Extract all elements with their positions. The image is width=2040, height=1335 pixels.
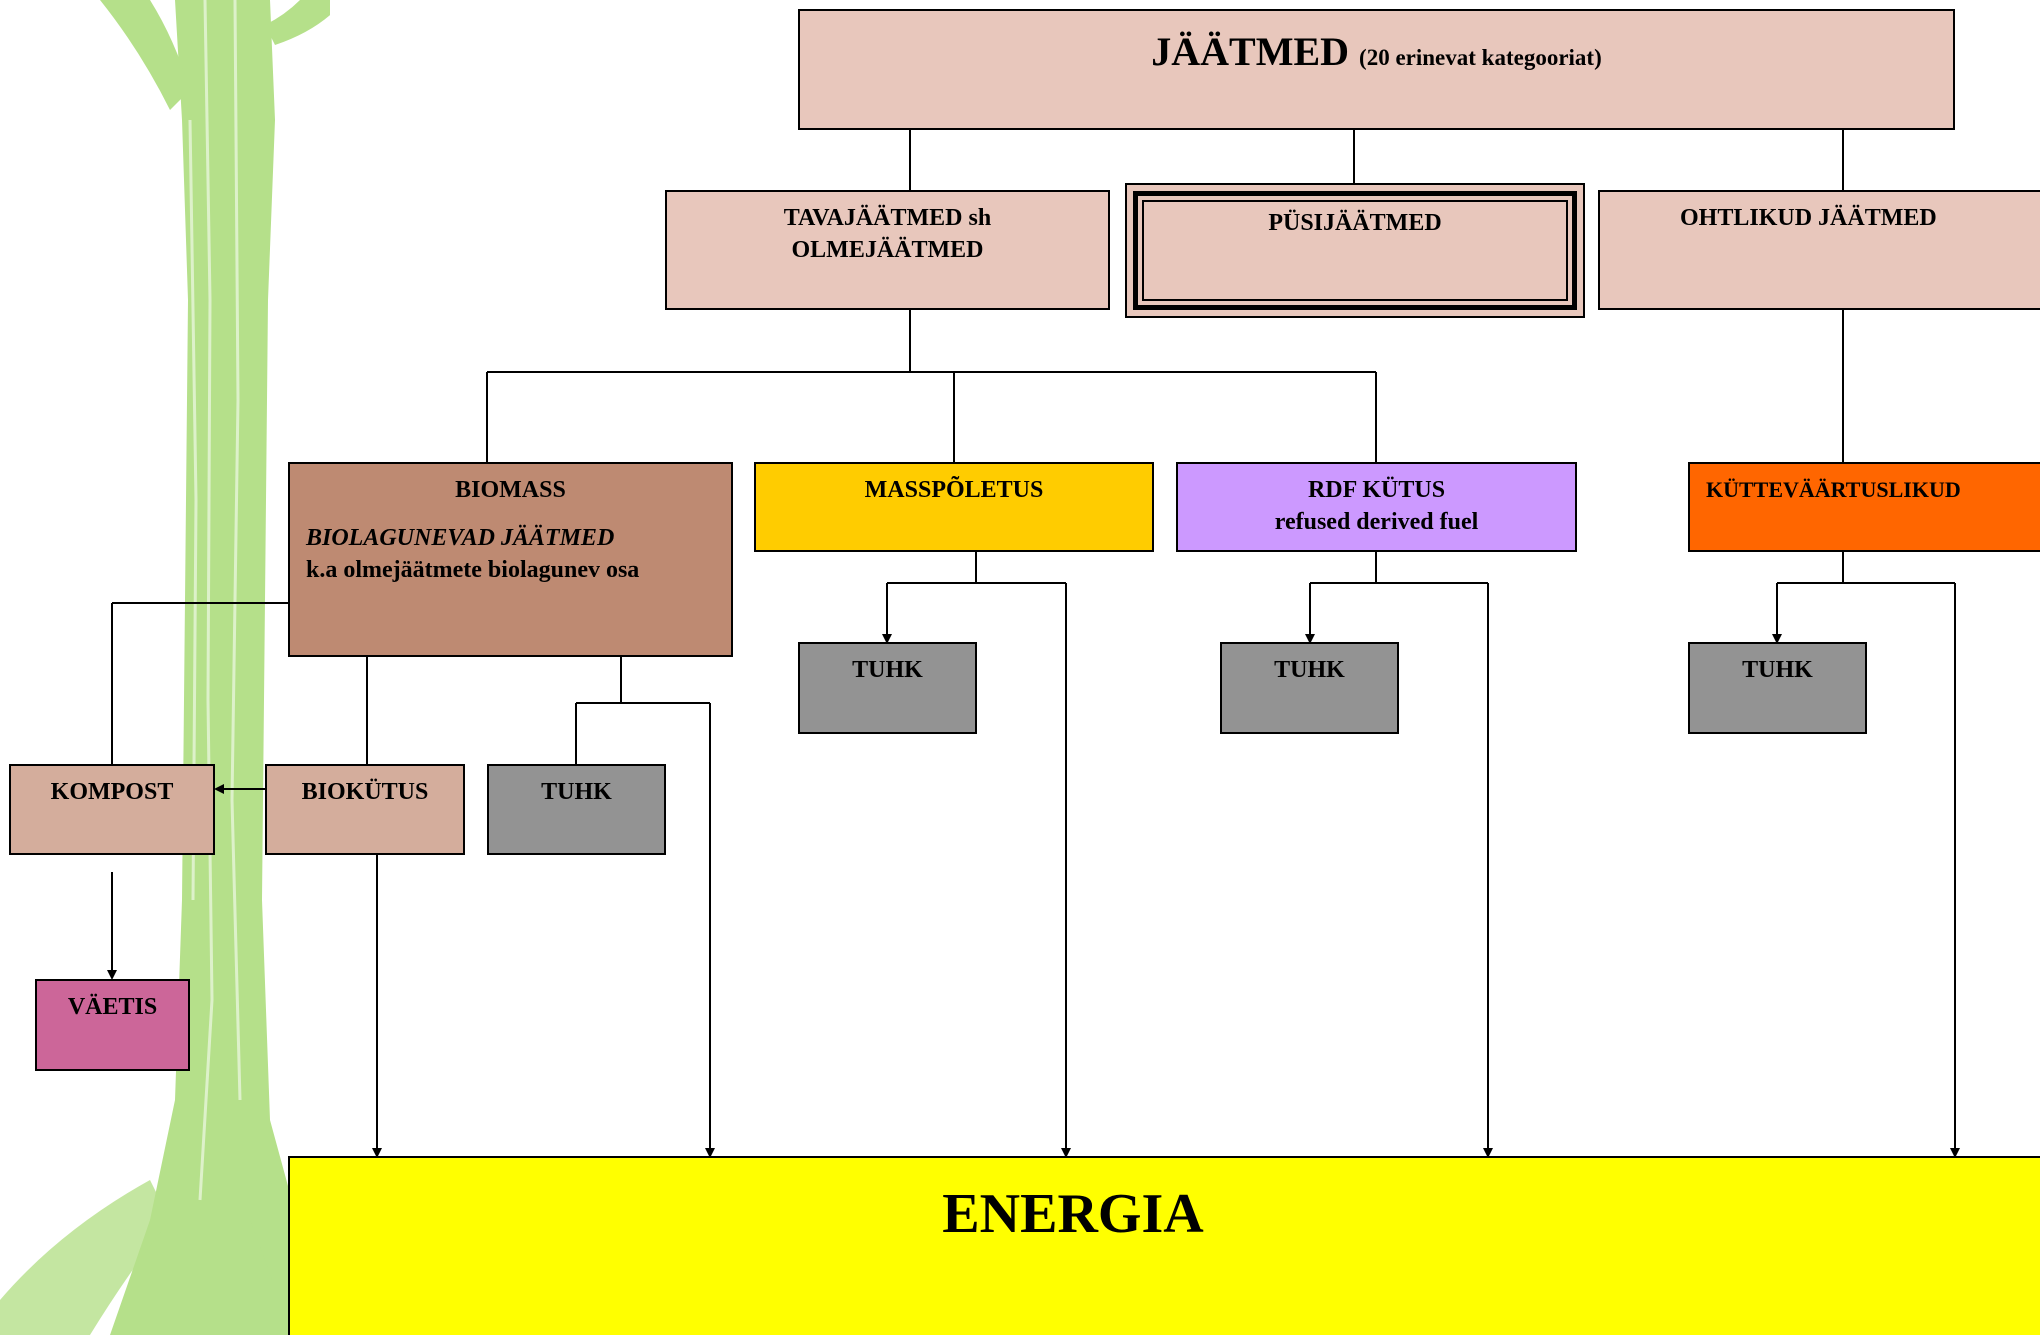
node-kutte-label: KÜTTEVÄÄRTUSLIKUD: [1706, 477, 1961, 502]
node-tavajaatmed-line1: TAVAJÄÄTMED sh: [783, 205, 992, 231]
node-kutte: KÜTTEVÄÄRTUSLIKUD: [1688, 462, 2040, 552]
node-pusijaatmed-label: PÜSIJÄÄTMED: [1268, 210, 1442, 236]
node-pusijaatmed: PÜSIJÄÄTMED: [1125, 183, 1585, 318]
node-vaetis-label: VÄETIS: [67, 994, 158, 1020]
node-tavajaatmed: TAVAJÄÄTMED sh OLMEJÄÄTMED: [665, 190, 1110, 310]
node-rdf-line1: RDF KÜTUS: [1307, 477, 1446, 503]
node-masspoletus: MASSPÕLETUS: [754, 462, 1154, 552]
tuhk-label: TUHK: [541, 779, 612, 805]
node-tuhk-kutte: TUHK: [1688, 642, 1867, 734]
node-ohtlikud-label: OHTLIKUD JÄÄTMED: [1680, 205, 1937, 231]
node-kompost-label: KOMPOST: [50, 779, 174, 805]
node-ohtlikud: OHTLIKUD JÄÄTMED: [1598, 190, 2040, 310]
node-jaatmed-title: JÄÄTMED: [1151, 29, 1350, 74]
node-vaetis: VÄETIS: [35, 979, 190, 1071]
node-biomass-italic: BIOLAGUNEVAD JÄÄTMED: [306, 525, 615, 551]
node-kompost: KOMPOST: [9, 764, 215, 855]
node-jaatmed-subtitle: (20 erinevat kategooriat): [1359, 45, 1602, 70]
node-jaatmed: JÄÄTMED (20 erinevat kategooriat): [798, 9, 1955, 130]
tree-decoration: [0, 0, 330, 1335]
node-tuhk-biomass: TUHK: [487, 764, 666, 855]
node-biomass-desc: k.a olmejäätmete biolagunev osa: [306, 557, 640, 583]
node-tuhk-rdf: TUHK: [1220, 642, 1399, 734]
node-biokutus: BIOKÜTUS: [265, 764, 465, 855]
node-tavajaatmed-line2: OLMEJÄÄTMED: [791, 237, 984, 263]
node-biomass: BIOMASS BIOLAGUNEVAD JÄÄTMED k.a olmejää…: [288, 462, 733, 657]
node-rdf: RDF KÜTUS refused derived fuel: [1176, 462, 1577, 552]
node-energia-label: ENERGIA: [942, 1183, 1204, 1245]
node-rdf-line2: refused derived fuel: [1274, 509, 1479, 535]
tuhk-label: TUHK: [1742, 657, 1813, 683]
node-energia: ENERGIA: [288, 1156, 2040, 1335]
node-masspoletus-label: MASSPÕLETUS: [864, 477, 1044, 503]
node-biomass-title: BIOMASS: [455, 477, 566, 503]
node-tuhk-masspoletus: TUHK: [798, 642, 977, 734]
node-biokutus-label: BIOKÜTUS: [301, 779, 429, 805]
tuhk-label: TUHK: [852, 657, 923, 683]
tuhk-label: TUHK: [1274, 657, 1345, 683]
